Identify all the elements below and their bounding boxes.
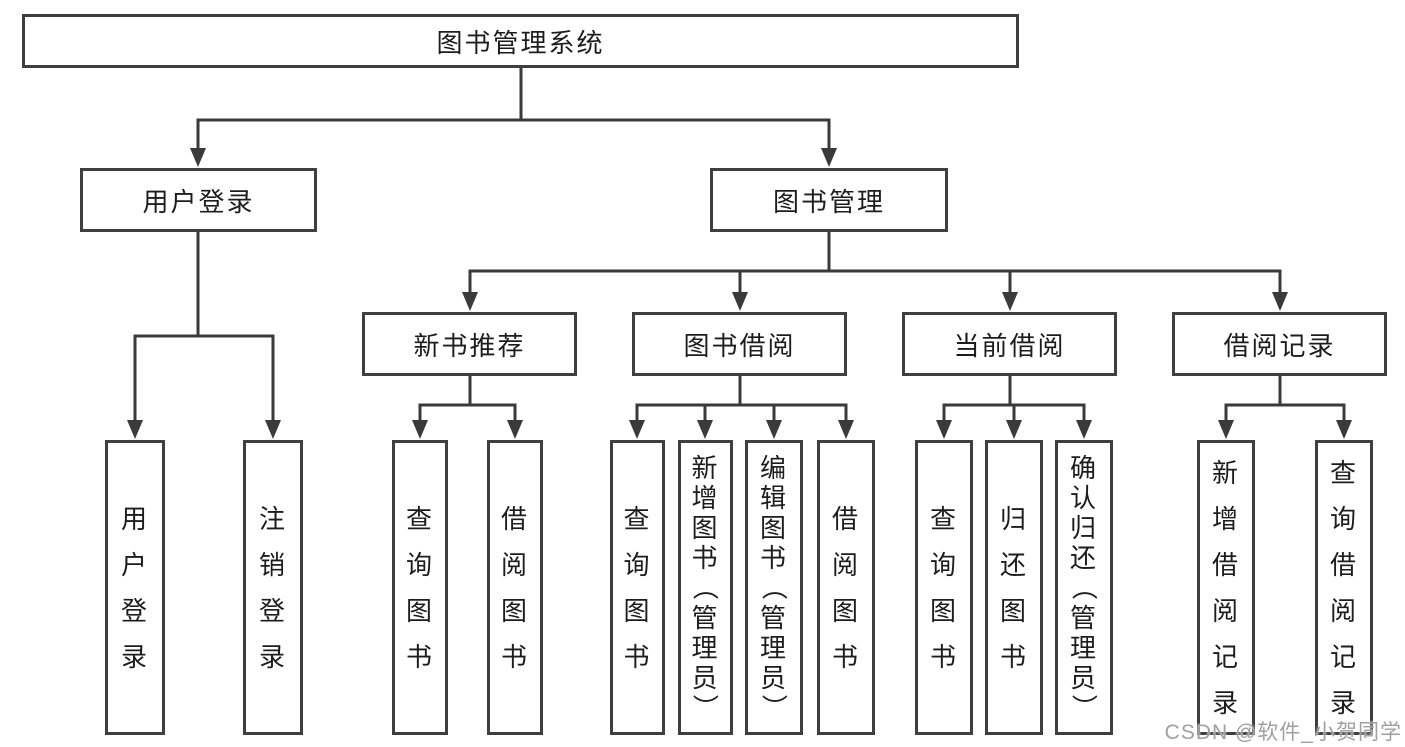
leaf-logout: 注销登录 [243,440,303,735]
node-book-management: 图书管理 [710,168,948,232]
leaf-current-confirm-return-admin-label: 确认归还（管理员） [1068,452,1099,722]
leaf-newbook-borrow-books-label: 借阅图书 [500,503,529,672]
leaf-records-query-record: 查询借阅记录 [1315,440,1373,735]
leaf-records-query-record-label: 查询借阅记录 [1329,457,1358,718]
leaf-borrowing-query-books: 查询图书 [610,440,665,735]
leaf-current-query-books-label: 查询图书 [929,503,958,672]
node-book-borrowing-label: 图书借阅 [683,330,796,361]
node-root-label: 图书管理系统 [436,27,605,58]
node-root: 图书管理系统 [22,14,1019,68]
leaf-borrowing-add-books-admin-label: 新增图书（管理员） [690,452,721,722]
leaf-current-return-books: 归还图书 [985,440,1043,735]
leaf-newbook-borrow-books: 借阅图书 [487,440,543,735]
leaf-current-confirm-return-admin: 确认归还（管理员） [1055,440,1113,735]
node-current-borrowing-label: 当前借阅 [953,330,1066,361]
leaf-borrowing-borrow-books-label: 借阅图书 [831,503,860,672]
leaf-borrowing-query-books-label: 查询图书 [623,503,652,672]
node-new-book-recommend: 新书推荐 [362,312,577,376]
leaf-records-add-record: 新增借阅记录 [1197,440,1255,735]
node-borrowing-records: 借阅记录 [1172,312,1387,376]
leaf-current-query-books: 查询图书 [915,440,973,735]
node-borrowing-records-label: 借阅记录 [1223,330,1336,361]
node-book-borrowing: 图书借阅 [632,312,847,376]
leaf-current-return-books-label: 归还图书 [999,503,1028,672]
leaf-logout-label: 注销登录 [258,503,287,672]
leaf-newbook-query-books: 查询图书 [392,440,448,735]
node-book-management-label: 图书管理 [772,186,885,217]
leaf-user-login-label: 用户登录 [120,503,149,672]
node-user-login: 用户登录 [80,168,317,232]
leaf-newbook-query-books-label: 查询图书 [405,503,434,672]
node-user-login-label: 用户登录 [142,186,255,217]
leaf-borrowing-add-books-admin: 新增图书（管理员） [678,440,733,735]
leaf-records-add-record-label: 新增借阅记录 [1211,457,1240,718]
watermark: CSDN @软件_小贺同学 [1164,721,1402,744]
leaf-borrowing-edit-books-admin: 编辑图书（管理员） [745,440,803,735]
leaf-borrowing-edit-books-admin-label: 编辑图书（管理员） [758,452,789,722]
leaf-borrowing-borrow-books: 借阅图书 [817,440,875,735]
node-new-book-recommend-label: 新书推荐 [413,330,526,361]
leaf-user-login: 用户登录 [105,440,165,735]
node-current-borrowing: 当前借阅 [902,312,1117,376]
